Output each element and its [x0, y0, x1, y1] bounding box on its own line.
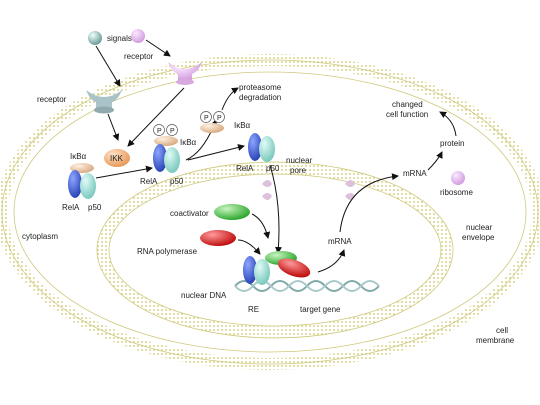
cytoplasm-label: cytoplasm: [22, 232, 58, 241]
arrow-polymerase-to-dna: [237, 239, 261, 255]
arrow-signal-to-receptor-top: [145, 39, 171, 57]
nfkb-complex-2: [153, 124, 180, 173]
protein-label: protein: [440, 139, 464, 148]
re-label: RE: [248, 305, 259, 314]
nuclear-dna-label: nuclear DNA: [181, 291, 227, 300]
ikk-complex: [104, 149, 130, 167]
nuclear-envelope-label-1: nuclear: [466, 223, 493, 232]
p-label-2: P: [170, 128, 175, 135]
arrow-coactivator-to-dna: [251, 213, 271, 239]
degraded-ikba: [200, 111, 225, 133]
ikk-label: IKK: [110, 154, 124, 163]
signal-molecule-lilac: [131, 29, 145, 43]
receptor-top-label: receptor: [124, 52, 154, 61]
receptor-top: [168, 62, 202, 85]
nuclear-pore-label-2: pore: [290, 166, 307, 175]
ikba-label-1: IκBα: [70, 152, 87, 161]
p-label-4: P: [217, 115, 222, 122]
receptor-left: [86, 90, 122, 114]
arrow-mrna-out-of-nucleus: [339, 173, 399, 233]
rna-polymerase: [200, 230, 236, 246]
receptor-left-label: receptor: [37, 95, 67, 104]
proteasome-label: proteasome: [239, 83, 282, 92]
p50-label-1: p50: [88, 203, 102, 212]
target-gene-label: target gene: [300, 305, 341, 314]
coactivator-label: coactivator: [170, 209, 209, 218]
p-label-3: P: [204, 115, 209, 122]
rna-polymerase-label: RNA polymerase: [137, 247, 198, 256]
arrow-complex2-to-complex3: [187, 144, 245, 161]
mrna-cyto-label: mRNA: [403, 169, 427, 178]
signals-label: signals: [107, 34, 132, 43]
arrow-complex1-to-complex2: [95, 165, 153, 179]
rela-label-1: RelA: [62, 203, 80, 212]
arrow-into-nucleus: [269, 164, 282, 254]
ribosome-label: ribosome: [440, 188, 473, 197]
rela-label-2: RelA: [140, 177, 158, 186]
cell-membrane-label-1: cell: [496, 326, 508, 335]
bound-transcription-complex: [243, 251, 311, 285]
changed-label: changed: [392, 100, 423, 109]
p-label-1: P: [157, 128, 162, 135]
rela-label-3: RelA: [236, 164, 254, 173]
ikba-label-3: IκBα: [234, 121, 251, 130]
ribosome: [451, 171, 465, 185]
cell-membrane: [0, 54, 540, 370]
nuclear-pore-label-1: nuclear: [286, 156, 313, 165]
arrow-to-degradation: [221, 87, 239, 111]
nuclear-envelope-label-2: envelope: [462, 233, 495, 242]
arrow-receptor-left-to-ikk: [107, 113, 120, 141]
nfkb-complex-1: [68, 163, 96, 199]
arrow-signal-to-receptor-left: [95, 45, 121, 87]
arrow-protein-to-function: [439, 111, 457, 137]
ikba-label-2: IκBα: [180, 138, 197, 147]
nuclear-envelope: [96, 161, 454, 339]
arrow-mrna-to-protein: [427, 151, 443, 171]
p50-label-3: p50: [266, 164, 280, 173]
cell-membrane-label-2: membrane: [476, 336, 515, 345]
cell-function-label: cell function: [386, 110, 428, 119]
mrna-nucleus-label: mRNA: [328, 237, 352, 246]
nuclear-dna-helix: [234, 280, 380, 292]
arrow-receptor-top-to-ikk: [127, 87, 185, 147]
signal-molecule-teal: [88, 31, 102, 45]
nfkb-complex-3: [248, 133, 275, 162]
coactivator: [214, 204, 250, 220]
arrow-dna-to-mrna: [317, 249, 346, 273]
nuclear-pore: [262, 180, 272, 200]
degradation-label: degradation: [239, 93, 281, 102]
p50-label-2: p50: [170, 177, 184, 186]
